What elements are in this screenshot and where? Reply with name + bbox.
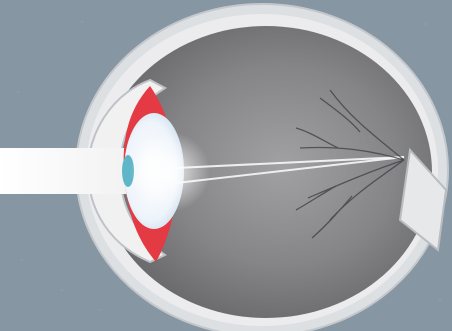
light-beam (0, 148, 130, 194)
light-glow (130, 132, 210, 212)
